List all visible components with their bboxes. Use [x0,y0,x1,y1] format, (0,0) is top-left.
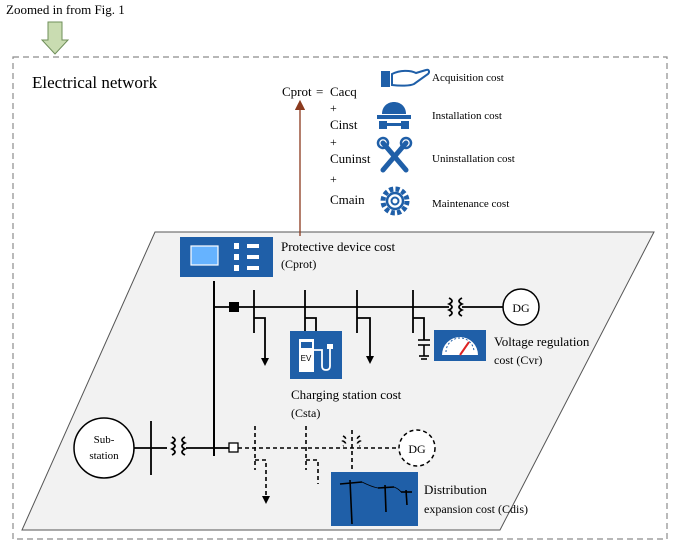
dg-top [502,288,540,326]
dg-top-label: DG [512,301,530,315]
legend-acquisition: Acquisition cost [432,72,504,84]
voltage-label-2: cost (Cvr) [494,353,542,367]
charging-label-1: Charging station cost [291,387,402,402]
plus-1: + [330,101,337,115]
load-arrow-1 [261,358,269,366]
ev-charger-icon [290,331,342,379]
distribution-label-1: Distribution [424,482,487,497]
plus-2: + [330,135,337,149]
dg-bottom [398,429,436,467]
hand-icon [381,68,431,87]
zoom-arrow-icon [40,21,70,55]
capacitor-icon [418,339,430,360]
equation-term-uninst: Cuninst [330,151,371,166]
open-switch [228,442,239,453]
hardhat-icon [377,102,411,129]
equation-lhs: Cprot [282,84,312,99]
protective-label-1: Protective device cost [281,239,395,254]
equation-equals: = [316,84,323,99]
substation [73,417,135,479]
electrical-network-panel [12,56,668,540]
upper-feeder [214,290,503,360]
substation-label-2: station [89,450,119,462]
lower-feeder-solid [134,421,229,475]
equation-term-acq: Cacq [330,84,357,99]
protective-device-icon [180,237,273,277]
dg-bottom-label: DG [408,442,426,456]
power-pole-icon [331,472,418,526]
voltage-meter-icon [434,330,486,361]
charging-label-2: (Csta) [291,406,320,420]
gear-icon [380,186,410,216]
load-arrow-dashed-1 [262,496,270,504]
equation-term-inst: Cinst [330,117,358,132]
panel-title: Electrical network [32,73,158,92]
zoom-note: Zoomed in from Fig. 1 [6,2,125,17]
lower-feeder-dashed [238,426,399,498]
protective-label-2: (Cprot) [281,257,316,271]
cost-equation: Cprot = Cacq + Cinst + Cuninst + Cmain [282,84,371,207]
substation-label-1: Sub- [94,434,115,446]
legend-uninstallation: Uninstallation cost [432,153,515,165]
legend-installation: Installation cost [432,110,502,122]
plus-3: + [330,172,337,186]
equation-term-main: Cmain [330,192,365,207]
load-arrow-3 [366,356,374,364]
legend-maintenance: Maintenance cost [432,198,509,210]
tools-icon [376,136,413,173]
ev-label: EV [301,354,312,363]
distribution-label-2: expansion cost (Cdis) [424,502,528,516]
voltage-label-1: Voltage regulation [494,334,590,349]
